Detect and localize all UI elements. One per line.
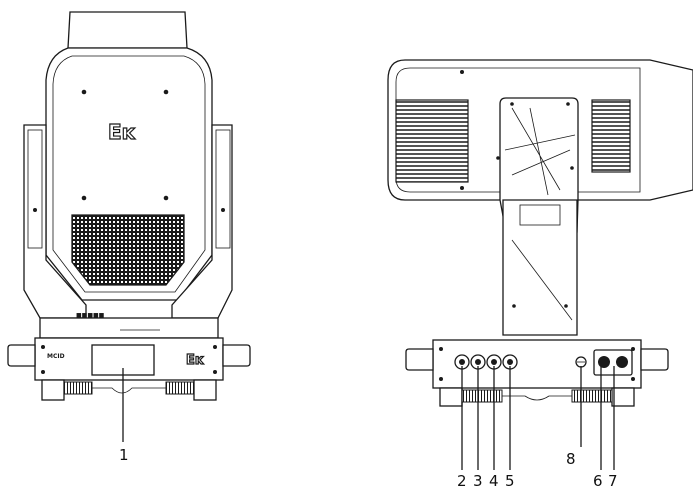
front-handle-right bbox=[222, 344, 251, 367]
front-head-top-cap bbox=[67, 11, 188, 49]
callout-5: 5 bbox=[505, 472, 515, 488]
front-yoke-right bbox=[171, 124, 233, 319]
callout-4: 4 bbox=[489, 472, 499, 488]
connector-4 bbox=[486, 354, 502, 370]
front-foot-left bbox=[41, 379, 65, 401]
rear-vents-left bbox=[395, 99, 469, 183]
rear-handle-right bbox=[640, 348, 669, 371]
front-grille bbox=[71, 214, 185, 286]
rear-yoke-arm bbox=[502, 199, 578, 336]
front-yoke-left bbox=[23, 124, 87, 319]
front-small-marking: ■■■■■ bbox=[76, 312, 105, 319]
callout-2: 2 bbox=[457, 472, 467, 488]
callout-8: 8 bbox=[566, 450, 576, 468]
front-logo-base: Eĸ bbox=[186, 353, 204, 368]
power-connectors-6-7 bbox=[593, 349, 633, 376]
rear-vents-right bbox=[591, 99, 631, 173]
front-neck bbox=[39, 317, 219, 339]
rear-view: 2 3 4 5 8 6 7 bbox=[387, 59, 693, 488]
front-logo-upper: Eĸ bbox=[108, 120, 136, 144]
fuse-holder-8 bbox=[575, 356, 587, 368]
connector-2 bbox=[454, 354, 470, 370]
connector-5 bbox=[502, 354, 518, 370]
rear-handle-left bbox=[405, 348, 434, 371]
front-view: Eĸ ■■■■■ MCID Eĸ 1 bbox=[7, 11, 251, 464]
rear-foot-left bbox=[439, 387, 463, 407]
rear-foot-right bbox=[611, 387, 635, 407]
callout-6: 6 bbox=[593, 472, 603, 488]
front-base-label: MCID bbox=[47, 353, 65, 360]
front-foot-right bbox=[193, 379, 217, 401]
callout-7: 7 bbox=[608, 472, 618, 488]
callout-3: 3 bbox=[473, 472, 483, 488]
front-handle-left bbox=[7, 344, 36, 367]
callout-1: 1 bbox=[119, 446, 129, 464]
